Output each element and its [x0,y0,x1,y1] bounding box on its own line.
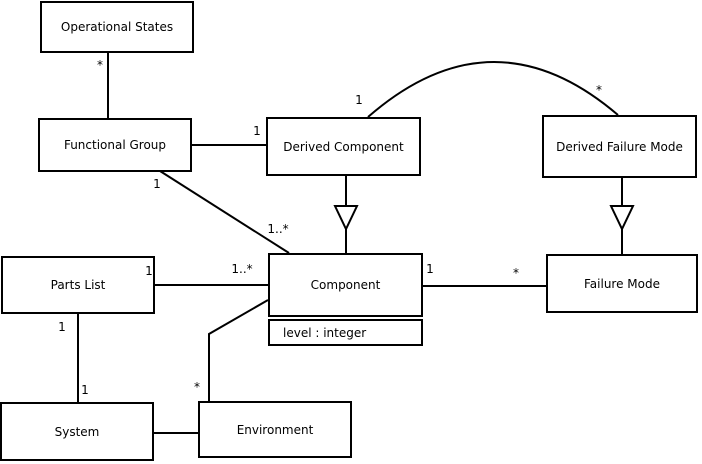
multiplicity-label: * [97,58,103,72]
class-operational-states: Operational States [40,1,194,53]
class-name: Functional Group [63,138,167,152]
edge-functional-group-component [159,170,290,254]
multiplicity-label: * [596,83,602,97]
multiplicity-label: 1 [426,262,434,276]
generalization-triangle-icon [333,205,359,232]
multiplicity-label: 1 [355,93,363,107]
edge-environment-component [208,299,269,401]
class-component-attributes: level : integer [268,319,423,346]
class-name: Component [310,278,381,292]
class-functional-group: Functional Group [38,118,192,172]
class-derived-component: Derived Component [266,117,421,176]
class-name: Derived Failure Mode [556,139,683,154]
class-name: Operational States [60,20,174,34]
generalization-triangle-icon [609,205,635,232]
class-name: Derived Component [283,139,404,154]
edge-derived-component-derived-failure-mode [367,61,619,118]
multiplicity-label: 1 [81,383,89,397]
class-name: Environment [236,422,314,437]
class-name: Failure Mode [584,276,660,291]
multiplicity-label: * [513,266,519,280]
class-name: System [54,424,100,439]
class-system: System [0,402,154,461]
multiplicity-label: 1 [153,177,161,191]
class-environment: Environment [198,401,352,458]
class-failure-mode: Failure Mode [546,254,698,313]
multiplicity-label: 1 [253,124,261,138]
multiplicity-label: 1..* [231,262,253,276]
multiplicity-label: 1 [145,264,153,278]
class-derived-failure-mode: Derived Failure Mode [542,115,697,178]
multiplicity-label: * [194,380,200,394]
class-name: Parts List [50,278,106,292]
class-attribute: level : integer [283,325,367,340]
multiplicity-label: 1..* [267,222,289,236]
generalization-derived-failure-mode-failure-mode [609,177,635,254]
class-component: Component [268,253,423,317]
generalization-derived-component-component [333,176,359,253]
class-parts-list: Parts List [1,256,155,314]
multiplicity-label: 1 [58,320,66,334]
